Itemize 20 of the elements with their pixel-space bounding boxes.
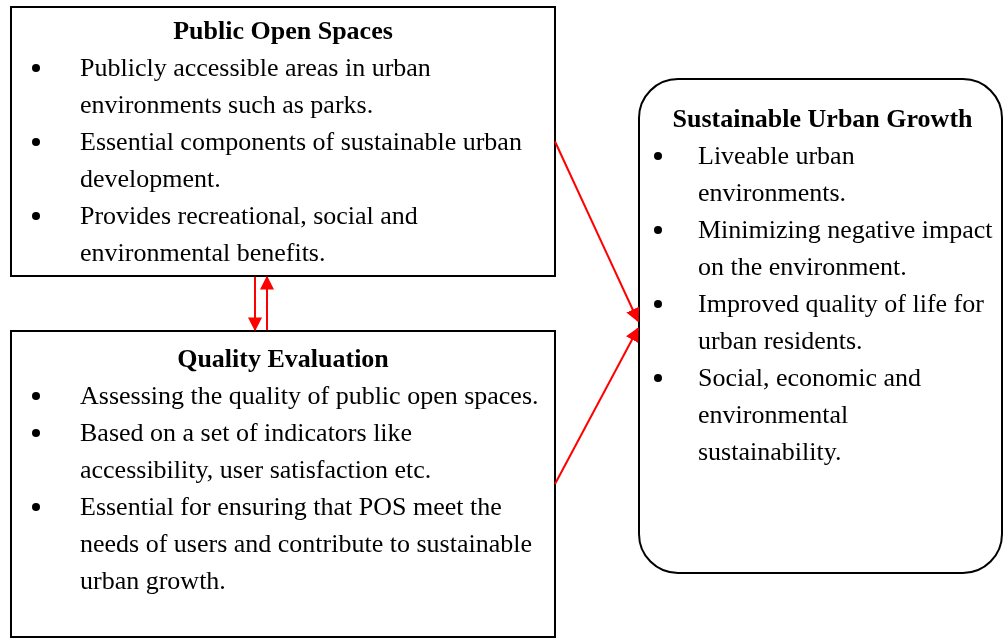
- bullet-text: Based on a set of indicators like accessibility, user satisfaction etc.: [80, 418, 432, 484]
- process-box: [10, 330, 556, 638]
- arrow: [554, 140, 640, 323]
- bullet-text: Minimizing negative impact on the environment.: [698, 215, 993, 281]
- arrow: [260, 275, 274, 331]
- bullet-text: Improved quality of life for urban residents.: [698, 289, 984, 355]
- process-box: [10, 6, 556, 277]
- box-heading: Sustainable Urban Growth: [671, 103, 974, 135]
- box-heading: Public Open Spaces: [172, 15, 394, 47]
- rounded-box: [638, 78, 1003, 574]
- bullet-text: Publicly accessible areas in urban environments such as parks.: [80, 53, 431, 119]
- arrow: [554, 327, 639, 485]
- bullet-text: Provides recreational, social and environmental benefits.: [80, 201, 418, 267]
- bullet-text: Liveable urban environments.: [698, 141, 855, 207]
- bullet-text: Assessing the quality of public open spaces.: [80, 381, 539, 410]
- bullet-text: Essential components of sustainable urban development.: [80, 127, 522, 193]
- bullet-text: Essential for ensuring that POS meet the needs of users and contribute to sustainable urban growth.: [80, 492, 532, 595]
- bullet-text: Social, economic and environmental sustainability.: [698, 363, 922, 466]
- box-heading: Quality Evaluation: [176, 343, 390, 375]
- arrow: [248, 276, 262, 332]
